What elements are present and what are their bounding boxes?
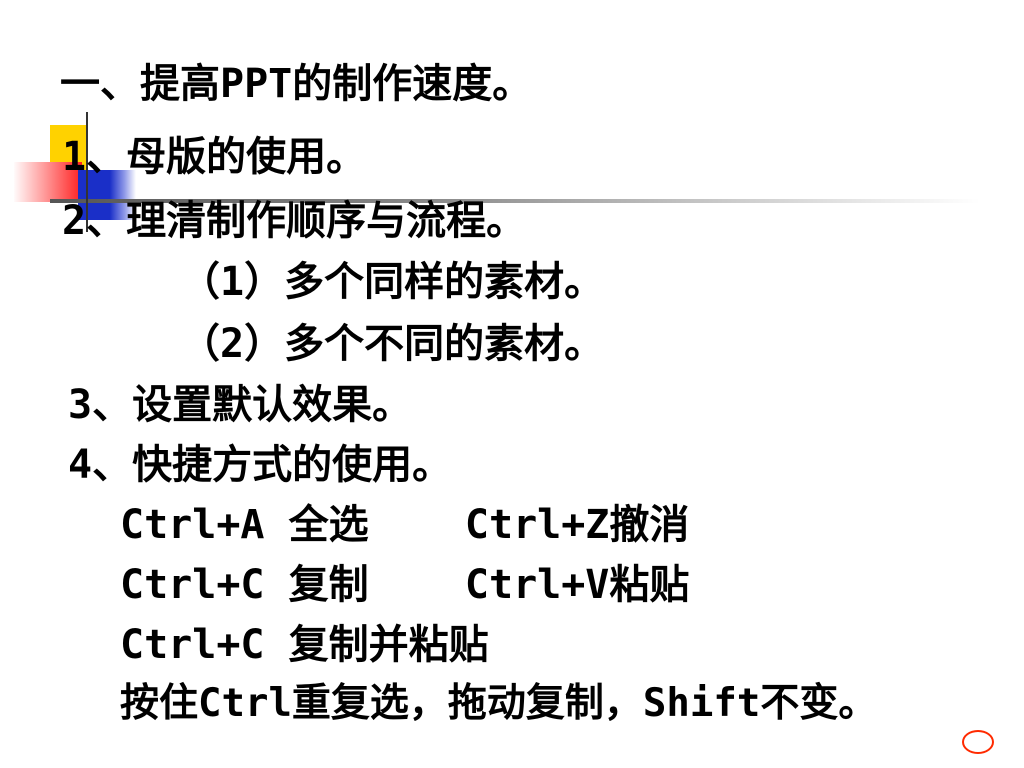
shortcut-line-2: Ctrl+C 复制 Ctrl+V粘贴 <box>120 562 690 608</box>
decor-vertical-line <box>86 112 88 232</box>
item-2-sub-2: （2）多个不同的素材。 <box>180 321 605 367</box>
decor-horizontal-line <box>50 199 980 203</box>
item-2-sub-1: （1）多个同样的素材。 <box>180 259 605 305</box>
shortcut-line-3: Ctrl+C 复制并粘贴 <box>120 622 489 668</box>
shortcut-line-4: 按住Ctrl重复选，拖动复制，Shift不变。 <box>120 681 878 726</box>
item-2: 2、理清制作顺序与流程。 <box>62 198 527 244</box>
decor-red-gradient <box>14 162 82 202</box>
circle-outline-icon[interactable] <box>962 730 994 754</box>
item-3: 3、设置默认效果。 <box>68 382 413 428</box>
item-1: 1、母版的使用。 <box>62 134 367 180</box>
item-4: 4、快捷方式的使用。 <box>68 442 453 488</box>
shortcut-line-1: Ctrl+A 全选 Ctrl+Z撤消 <box>120 502 690 548</box>
slide-title: 一、提高PPT的制作速度。 <box>60 61 533 107</box>
